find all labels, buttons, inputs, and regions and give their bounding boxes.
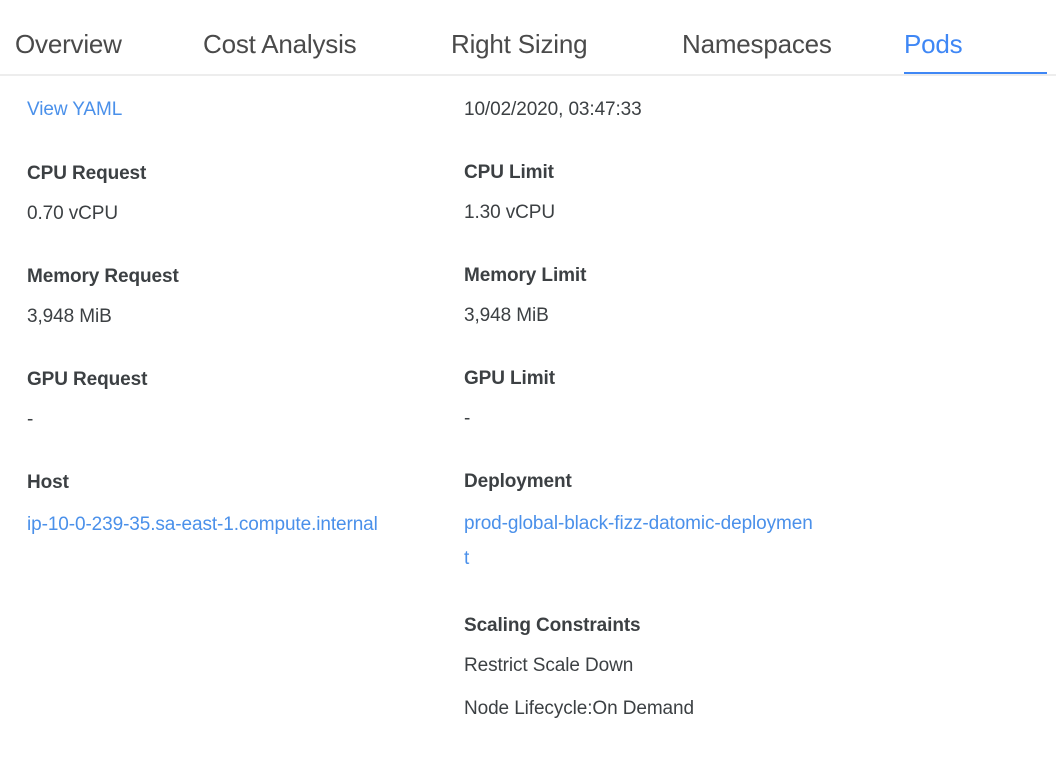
spacer — [27, 393, 464, 405]
spacer — [27, 496, 464, 508]
memory-limit-value: 3,948 MiB — [464, 305, 549, 326]
spacer — [464, 639, 928, 651]
field-gpu-request: GPU Request - — [27, 367, 464, 434]
spacer — [27, 228, 464, 264]
detail-column-left: View YAML CPU Request 0.70 vCPU Memory R… — [0, 95, 464, 723]
tab-overview-label: Overview — [15, 29, 122, 59]
gpu-limit-value: - — [464, 408, 471, 429]
field-timestamp: 10/02/2020, 03:47:33 — [464, 95, 928, 124]
detail-column-right: 10/02/2020, 03:47:33 CPU Limit 1.30 vCPU… — [464, 95, 928, 723]
spacer — [27, 331, 464, 367]
spacer — [464, 227, 928, 263]
view-yaml-link[interactable]: View YAML — [27, 99, 123, 120]
tab-right-sizing-label: Right Sizing — [451, 29, 588, 59]
pod-detail-panel: View YAML CPU Request 0.70 vCPU Memory R… — [0, 76, 1056, 723]
tab-bar-divider — [0, 74, 1056, 76]
tab-pods[interactable]: Pods — [904, 0, 1056, 76]
cpu-request-label: CPU Request — [27, 163, 147, 184]
host-link-wrap: ip-10-0-239-35.sa-east-1.compute.interna… — [27, 508, 379, 543]
tab-bar: Overview Cost Analysis Right Sizing Name… — [0, 0, 1056, 76]
spacer — [464, 124, 928, 160]
gpu-request-value: - — [27, 409, 34, 430]
spacer — [464, 495, 928, 507]
spacer — [27, 290, 464, 302]
timestamp-value: 10/02/2020, 03:47:33 — [464, 99, 642, 120]
spacer — [464, 433, 928, 469]
field-memory-request: Memory Request 3,948 MiB — [27, 264, 464, 331]
tab-namespaces-label: Namespaces — [682, 29, 832, 59]
field-view-yaml: View YAML — [27, 95, 464, 125]
spacer — [464, 392, 928, 404]
scaling-constraints-label: Scaling Constraints — [464, 615, 641, 636]
spacer — [27, 125, 464, 161]
cpu-request-value: 0.70 vCPU — [27, 203, 118, 224]
field-cpu-limit: CPU Limit 1.30 vCPU — [464, 160, 928, 227]
scaling-constraint-item: Restrict Scale Down — [464, 655, 634, 676]
spacer — [464, 577, 928, 613]
spacer — [464, 330, 928, 366]
tab-namespaces[interactable]: Namespaces — [682, 0, 904, 76]
deployment-link[interactable]: prod-global-black-fizz-datomic-deploymen… — [464, 513, 813, 569]
tab-list: Overview Cost Analysis Right Sizing Name… — [0, 0, 1056, 76]
spacer — [464, 289, 928, 301]
spacer — [464, 680, 928, 694]
tab-cost-analysis-label: Cost Analysis — [203, 29, 357, 59]
scaling-constraint-item: Node Lifecycle:On Demand — [464, 698, 694, 719]
gpu-request-label: GPU Request — [27, 369, 148, 390]
gpu-limit-label: GPU Limit — [464, 368, 555, 389]
memory-request-label: Memory Request — [27, 266, 179, 287]
field-host: Host ip-10-0-239-35.sa-east-1.compute.in… — [27, 470, 464, 543]
tab-pods-label: Pods — [904, 29, 963, 59]
spacer — [27, 434, 464, 470]
field-memory-limit: Memory Limit 3,948 MiB — [464, 263, 928, 330]
host-link[interactable]: ip-10-0-239-35.sa-east-1.compute.interna… — [27, 514, 378, 535]
memory-request-value: 3,948 MiB — [27, 306, 112, 327]
field-deployment: Deployment prod-global-black-fizz-datomi… — [464, 469, 928, 577]
tab-cost-analysis[interactable]: Cost Analysis — [203, 0, 451, 76]
tab-overview[interactable]: Overview — [0, 0, 203, 76]
detail-columns: View YAML CPU Request 0.70 vCPU Memory R… — [0, 95, 1056, 723]
field-gpu-limit: GPU Limit - — [464, 366, 928, 433]
cpu-limit-value: 1.30 vCPU — [464, 202, 555, 223]
deployment-link-wrap: prod-global-black-fizz-datomic-deploymen… — [464, 507, 816, 577]
deployment-label: Deployment — [464, 471, 572, 492]
tab-right-sizing[interactable]: Right Sizing — [451, 0, 682, 76]
cpu-limit-label: CPU Limit — [464, 162, 554, 183]
field-scaling-constraints: Scaling Constraints Restrict Scale Down … — [464, 613, 928, 723]
spacer — [27, 187, 464, 199]
memory-limit-label: Memory Limit — [464, 265, 587, 286]
host-label: Host — [27, 472, 69, 493]
spacer — [464, 186, 928, 198]
field-cpu-request: CPU Request 0.70 vCPU — [27, 161, 464, 228]
